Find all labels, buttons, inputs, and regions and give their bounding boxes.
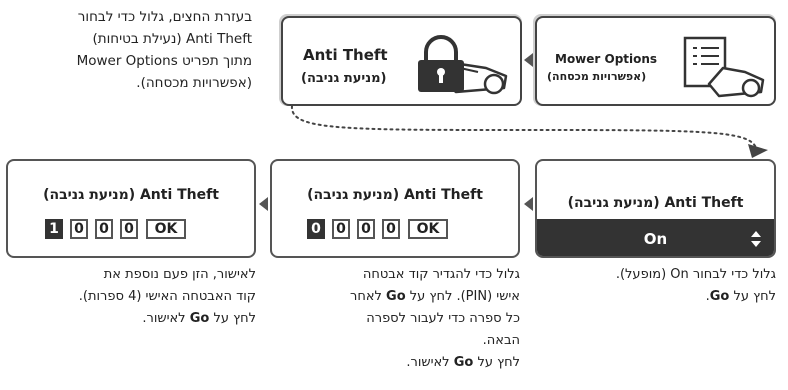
step-on-line-2: לחץ על Go. [540, 286, 776, 308]
step-confirm-text: לאישור, הזן פעם נוספת את קוד האבטחה האיש… [6, 264, 256, 330]
arrow-left-icon [524, 197, 533, 211]
step-pin-line-3: כל ספרה כדי לעבור לספרה [366, 311, 520, 326]
intro-line-2: Anti Theft (נעילת בטיחות) [92, 31, 252, 47]
step-pin-line-2: אישי (PIN). לחץ על Go לאחר [268, 286, 520, 308]
pin-digit-1: 0 [307, 219, 325, 239]
list-mower-icon [683, 36, 765, 98]
step-pin-line-4: הבאה. [482, 333, 520, 348]
pin-digit-3: 0 [357, 219, 375, 239]
intro-line-1: בעזרת החצים, גלול כדי לבחור [77, 9, 252, 25]
step-pin-line-5-post: לאישור. [406, 355, 454, 370]
arrow-left-icon [259, 197, 268, 211]
step-on-line-2-pre: לחץ על [729, 289, 776, 304]
antitheft-menu-screen: Anti Theft (מניעת גניבה) [281, 16, 522, 106]
step-confirm-line-2: קוד האבטחה האישי (4 ספרות). [78, 289, 256, 304]
pin-digit-4: 0 [382, 219, 400, 239]
step-pin-line-2-pre: אישי (PIN). לחץ על [405, 289, 520, 304]
display-pin-confirm-title: Anti Theft (מניעת גניבה) [43, 187, 219, 203]
display-pin-entry: Anti Theft (מניעת גניבה) 0 0 0 0 OK [270, 159, 520, 258]
pin-digit-2: 0 [332, 219, 350, 239]
step-pin-text: גלול כדי להגדיר קוד אבטחה אישי (PIN). לח… [268, 264, 520, 374]
step-confirm-line-3: לחץ על Go לאישור. [6, 308, 256, 330]
updown-icon [751, 231, 761, 247]
flow-connector [290, 105, 768, 158]
pin-ok-box: OK [408, 219, 448, 239]
arrow-left-icon [524, 53, 533, 67]
step-pin-line-1: גלול כדי להגדיר קוד אבטחה [362, 267, 520, 282]
step-confirm-go-label: Go [189, 311, 210, 326]
intro-text: בעזרת החצים, גלול כדי לבחור Anti Theft (… [12, 6, 252, 94]
display-on: Anti Theft (מניעת גניבה) On [535, 159, 776, 258]
step-on-go-label: Go [709, 289, 730, 304]
mower-screen-title: Mower Options [555, 52, 658, 66]
step-confirm-line-3-post: לאישור. [142, 311, 190, 326]
confirm-ok-box: OK [146, 219, 186, 239]
mower-options-screen: Mower Options (אפשרויות מכסחה) [535, 16, 776, 106]
confirm-digit-2: 0 [70, 219, 88, 239]
step-on-line-2-post: . [705, 289, 710, 304]
mower-screen-subtitle: (אפשרויות מכסחה) [547, 70, 647, 83]
step-pin-line-2-post: לאחר [349, 289, 387, 304]
step-confirm-line-1: לאישור, הזן פעם נוספת את [103, 267, 256, 282]
display-pin-confirm: Anti Theft (מניעת גניבה) 1 0 0 0 OK [6, 159, 256, 258]
step-pin-go-label: Go [386, 289, 406, 304]
confirm-digit-4: 0 [120, 219, 138, 239]
intro-line-4: (אפשרויות מכסחה). [136, 75, 252, 91]
step-pin-line-5: לחץ על Go לאישור. [268, 352, 520, 374]
step-pin-go-label-2: Go [453, 355, 474, 370]
display-pin-entry-title: Anti Theft (מניעת גניבה) [307, 187, 483, 203]
antitheft-screen-title: Anti Theft [303, 46, 388, 64]
antitheft-screen-subtitle: (מניעת גניבה) [301, 71, 387, 86]
confirm-digit-3: 0 [95, 219, 113, 239]
step-confirm-line-3-pre: לחץ על [209, 311, 256, 326]
confirm-digit-1: 1 [45, 219, 63, 239]
display-on-value: On [643, 230, 668, 248]
display-on-title: Anti Theft (מניעת גניבה) [567, 195, 744, 211]
lock-mower-icon [418, 35, 508, 95]
step-on-text: גלול כדי לבחור On (מופעל). לחץ על Go. [540, 264, 776, 308]
intro-line-3: מתוך תפריט Mower Options [76, 53, 252, 69]
step-on-line-1: גלול כדי לבחור On (מופעל). [615, 267, 776, 282]
display-on-highlight: On [537, 219, 774, 256]
step-pin-line-5-pre: לחץ על [473, 355, 520, 370]
